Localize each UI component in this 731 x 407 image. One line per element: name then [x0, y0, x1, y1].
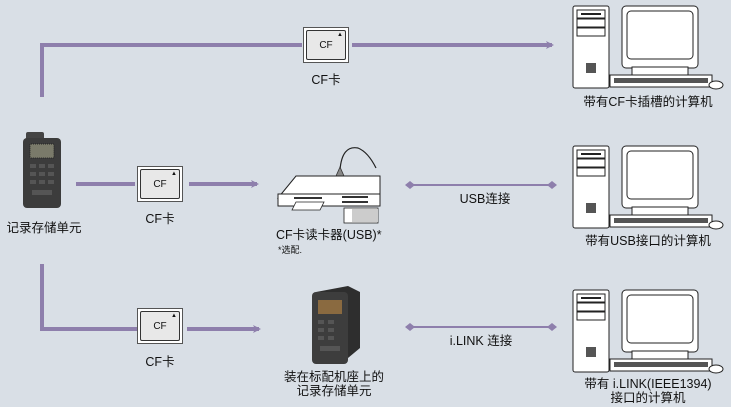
ilink-connection-label: i.LINK 连接: [449, 334, 513, 348]
card-corner-mark-icon: ▲: [171, 313, 177, 319]
computer-usb-icon: [572, 145, 724, 230]
card-corner-mark-icon: ▲: [171, 171, 177, 177]
docked-recording-unit-icon: [308, 284, 364, 364]
ilink-diamond-left: [405, 323, 415, 331]
cf-card-top: ▲ CF: [303, 27, 349, 63]
card-reader-label: CF卡读卡器(USB)*: [276, 228, 382, 242]
source-device-label: 记录存储单元: [6, 221, 82, 235]
computer-usb-label: 带有USB接口的计算机: [585, 234, 711, 248]
recording-unit-icon: [22, 132, 62, 208]
computer-cf-icon: [572, 5, 724, 90]
cf-card-top-label: CF卡: [311, 73, 341, 87]
computer-ilink-label-line1: 带有 i.LINK(IEEE1394): [584, 377, 712, 391]
cf-card-middle-label: CF卡: [145, 212, 175, 226]
usb-connection-label: USB连接: [459, 192, 511, 206]
computer-ilink-label-line2: 接口的计算机: [610, 391, 686, 405]
usb-diamond-right: [547, 181, 557, 189]
cf-card-text: CF: [153, 178, 167, 190]
connector-bottom: [40, 264, 137, 331]
usb-diamond-left: [405, 181, 415, 189]
dock-label-line1: 装在标配机座上的: [283, 370, 384, 384]
ilink-diamond-right: [547, 323, 557, 331]
cf-card-text: CF: [319, 39, 333, 51]
cf-card-bottom-label: CF卡: [145, 355, 175, 369]
cf-card-middle: ▲ CF: [137, 166, 183, 202]
cf-card-bottom: ▲ CF: [137, 308, 183, 344]
card-reader-icon: [276, 140, 386, 225]
dock-label-line2: 记录存储单元: [296, 384, 372, 398]
computer-cf-label: 带有CF卡插槽的计算机: [583, 95, 713, 109]
card-reader-note: *选配.: [278, 245, 303, 255]
cf-card-text: CF: [153, 320, 167, 332]
computer-ilink-icon: [572, 289, 724, 374]
connector-top: [40, 43, 302, 97]
card-corner-mark-icon: ▲: [337, 32, 343, 38]
